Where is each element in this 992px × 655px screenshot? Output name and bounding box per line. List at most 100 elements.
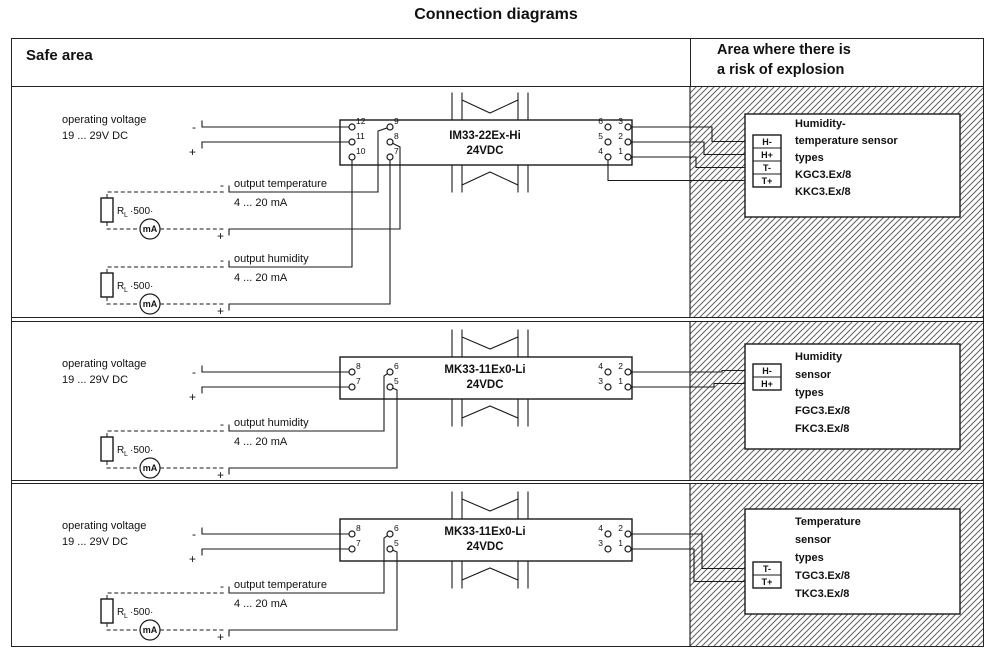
- diagram-header: Safe area Area where there is a risk of …: [12, 39, 983, 87]
- module-terminals: 12 11 10 9 8 7 6 5 4 3 2 1: [348, 116, 632, 161]
- supply-plus-wire: [201, 548, 353, 556]
- terminal-number: 5: [394, 376, 399, 386]
- supply-label-1: operating voltage: [62, 358, 146, 370]
- isolation-symbol-top: [451, 92, 529, 121]
- sensor-title-line: Humidity: [795, 351, 843, 363]
- sensor-wire-1: [627, 533, 754, 570]
- terminal-number: 1: [618, 538, 623, 548]
- load-r: R: [117, 206, 124, 217]
- terminal-number: 12: [356, 116, 366, 126]
- sensor-title-line: types: [795, 552, 824, 564]
- terminal-circle: [604, 382, 612, 391]
- isolation-symbol-top: [451, 328, 529, 358]
- supply-plus-wire: [201, 385, 353, 394]
- sensor-title-line: TGC3.Ex/8: [795, 570, 850, 582]
- terminal-number: 4: [598, 523, 603, 533]
- terminal-circle: [604, 530, 612, 538]
- diagram-section-mk33-humidity: operating voltage 19 ... 29V DC - + outp…: [62, 321, 983, 480]
- terminal-circle: [624, 153, 632, 161]
- load-resistor: [100, 598, 114, 624]
- load-resistor: [100, 197, 114, 223]
- output-minus: -: [220, 253, 224, 267]
- load-r-sub: L: [124, 287, 128, 294]
- terminal-circle: [386, 382, 394, 391]
- supply-plus: +: [189, 145, 196, 159]
- ma-meter-label: mA: [143, 299, 158, 309]
- terminal-circle: [624, 367, 632, 376]
- isolation-symbol-bottom: [451, 397, 529, 427]
- safe-area-header: Safe area: [26, 47, 93, 64]
- module-box: [339, 92, 633, 193]
- supply-label-1: operating voltage: [62, 114, 146, 126]
- supply-wires: operating voltage 19 ... 29V DC - +: [62, 114, 353, 159]
- output-minus: -: [220, 178, 224, 192]
- load-wire-bottom: [106, 623, 140, 631]
- output-plus-wire: [228, 548, 398, 637]
- sensor-wires: [627, 533, 754, 583]
- output-minus-wire: [228, 156, 353, 268]
- sensor-wires: [627, 369, 754, 388]
- sensor-title-line: types: [795, 152, 824, 164]
- sensor-title-line: KKC3.Ex/8: [795, 186, 851, 198]
- module-terminals: 8 7 6 5 4 3 2 1: [348, 523, 632, 553]
- output-minus-wire: [228, 126, 391, 193]
- supply-plus: +: [189, 552, 196, 566]
- supply-minus-wire: [201, 527, 353, 535]
- load-value: ·500·: [130, 206, 153, 217]
- terminal-circle: [624, 530, 632, 538]
- output-plus: +: [217, 630, 224, 644]
- terminal-circle: [386, 153, 394, 161]
- ma-meter-label: mA: [143, 463, 158, 473]
- terminal-circle: [604, 545, 612, 553]
- terminal-circle: [604, 123, 612, 131]
- supply-label-1: operating voltage: [62, 520, 146, 532]
- sensor-wire-2: [627, 141, 754, 156]
- hazard-area-header: Area where there is a risk of explosion: [690, 39, 983, 86]
- output-minus: -: [220, 417, 224, 431]
- isolation-symbol-bottom: [451, 560, 529, 589]
- supply-label-2: 19 ... 29V DC: [62, 130, 128, 142]
- output-humidity-circuit: output humidity 4 ... 20 mA - R L ·500· …: [100, 370, 398, 480]
- load-wire-top: [106, 592, 225, 599]
- output-label: output temperature: [234, 579, 327, 591]
- output-plus: +: [217, 304, 224, 317]
- output-plus: +: [217, 468, 224, 480]
- output-range: 4 ... 20 mA: [234, 598, 288, 610]
- module-name: MK33-11Ex0-Li: [444, 526, 525, 538]
- sensor-title-line: KGC3.Ex/8: [795, 169, 851, 181]
- terminal-number: 7: [356, 538, 361, 548]
- module-box: [339, 328, 633, 427]
- terminal-circle: [348, 138, 356, 146]
- sensor-wire-4: [607, 156, 754, 182]
- terminal-circle: [348, 530, 356, 538]
- module-terminals: 8 7 6 5 4 3 2 1: [348, 361, 632, 391]
- load-wire-top: [106, 191, 225, 198]
- load-wire-bottom: [106, 460, 140, 468]
- terminal-circle: [386, 530, 394, 538]
- section-divider: [12, 317, 983, 322]
- module-voltage: 24VDC: [466, 145, 503, 157]
- load-wire-top: [106, 266, 225, 273]
- terminal-number: 7: [356, 376, 361, 386]
- load-value: ·500·: [130, 281, 153, 292]
- ma-meter-label: mA: [143, 224, 158, 234]
- terminal-circle: [348, 123, 356, 131]
- sensor-terminal: T+: [762, 577, 773, 587]
- sensor-wire-1: [627, 369, 754, 373]
- module-voltage: 24VDC: [466, 379, 503, 391]
- terminal-number: 2: [618, 523, 623, 533]
- sensor-terminal: T-: [763, 564, 771, 574]
- terminal-circle: [604, 153, 612, 161]
- load-resistor: [100, 435, 114, 462]
- load-wire-top: [106, 430, 225, 437]
- supply-label-2: 19 ... 29V DC: [62, 536, 128, 548]
- load-value: ·500·: [130, 445, 153, 456]
- terminal-circle: [348, 367, 356, 376]
- module-name: IM33-22Ex-Hi: [449, 130, 521, 142]
- load-value: ·500·: [130, 607, 153, 618]
- sensor-terminal: H-: [762, 137, 772, 147]
- sensor-title-line: FGC3.Ex/8: [795, 405, 850, 417]
- terminal-number: 3: [598, 376, 603, 386]
- supply-plus: +: [189, 390, 196, 404]
- terminal-number: 2: [618, 131, 623, 141]
